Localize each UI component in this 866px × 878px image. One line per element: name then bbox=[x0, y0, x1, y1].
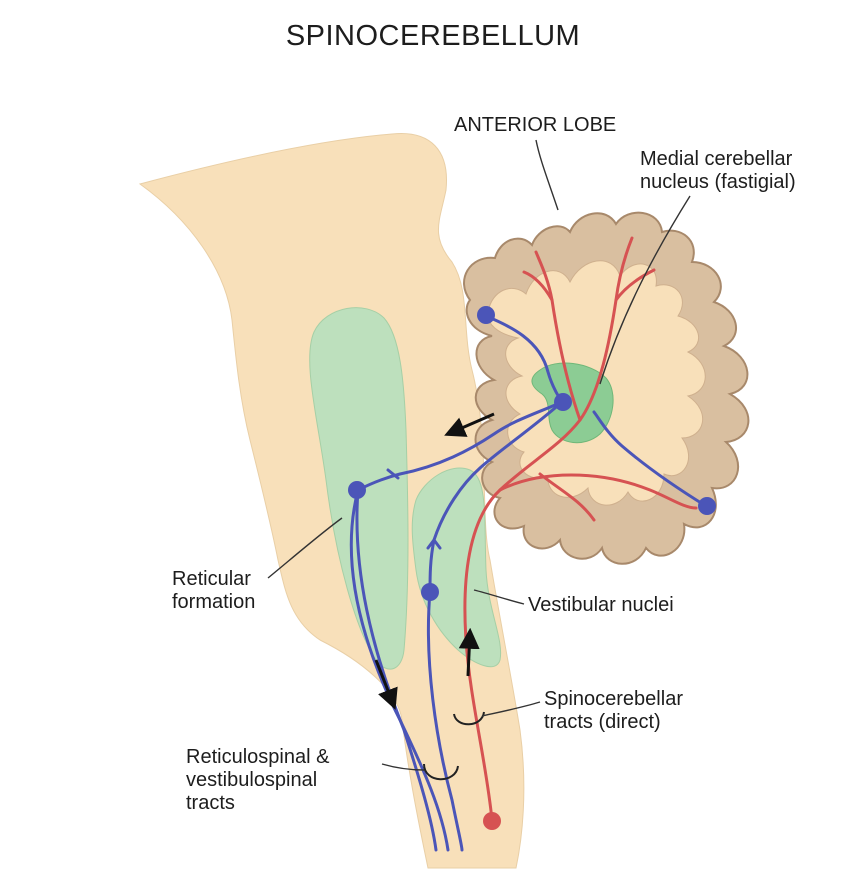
label-anterior-lobe-text: ANTERIOR LOBE bbox=[454, 114, 617, 136]
spinocerebellar-pathway bbox=[463, 236, 698, 822]
label-anterior-lobe: ANTERIOR LOBE bbox=[454, 114, 616, 137]
vestibular-nuclei-region bbox=[411, 467, 502, 668]
label-spinocerebellar-tracts-line2: tracts (direct) bbox=[544, 711, 661, 733]
label-medial-nucleus-line2: nucleus (fastigial) bbox=[640, 171, 796, 193]
reticular-neuron bbox=[348, 481, 366, 499]
descending-tract-bracket bbox=[423, 763, 459, 781]
descending-arrow bbox=[374, 659, 398, 710]
purkinje-cell-lower bbox=[698, 497, 716, 515]
diagram-title: SPINOCEREBELLUM bbox=[285, 20, 581, 52]
label-reticular-formation: Reticular formation bbox=[172, 568, 255, 614]
label-reticulospinal-tracts: Reticulospinal & vestibulospinal tracts bbox=[186, 746, 329, 815]
purkinje-cell-upper bbox=[477, 306, 495, 324]
ascending-arrow bbox=[458, 627, 480, 677]
label-medial-nucleus-line1: Medial cerebellar bbox=[640, 148, 793, 170]
spinal-origin-cell-red bbox=[483, 812, 501, 830]
label-reticulospinal-tracts-line2: vestibulospinal bbox=[186, 769, 318, 791]
label-spinocerebellar-tracts: Spinocerebellar tracts (direct) bbox=[544, 688, 683, 734]
label-reticulospinal-tracts-line3: tracts bbox=[186, 792, 235, 814]
label-vestibular-nuclei-text: Vestibular nuclei bbox=[528, 594, 674, 616]
fastigial-neuron bbox=[554, 393, 572, 411]
label-medial-nucleus: Medial cerebellar nucleus (fastigial) bbox=[640, 148, 796, 194]
label-reticulospinal-tracts-line1: Reticulospinal & bbox=[186, 746, 330, 768]
efferent-pathways bbox=[349, 314, 708, 852]
label-vestibular-nuclei: Vestibular nuclei bbox=[528, 594, 674, 617]
label-spinocerebellar-tracts-line1: Spinocerebellar bbox=[544, 688, 683, 710]
output-arrow bbox=[444, 412, 495, 437]
leader-lines bbox=[267, 139, 691, 771]
label-reticular-formation-line2: formation bbox=[172, 591, 256, 613]
label-reticular-formation-line1: Reticular bbox=[172, 568, 251, 590]
vestibular-neuron bbox=[421, 583, 439, 601]
